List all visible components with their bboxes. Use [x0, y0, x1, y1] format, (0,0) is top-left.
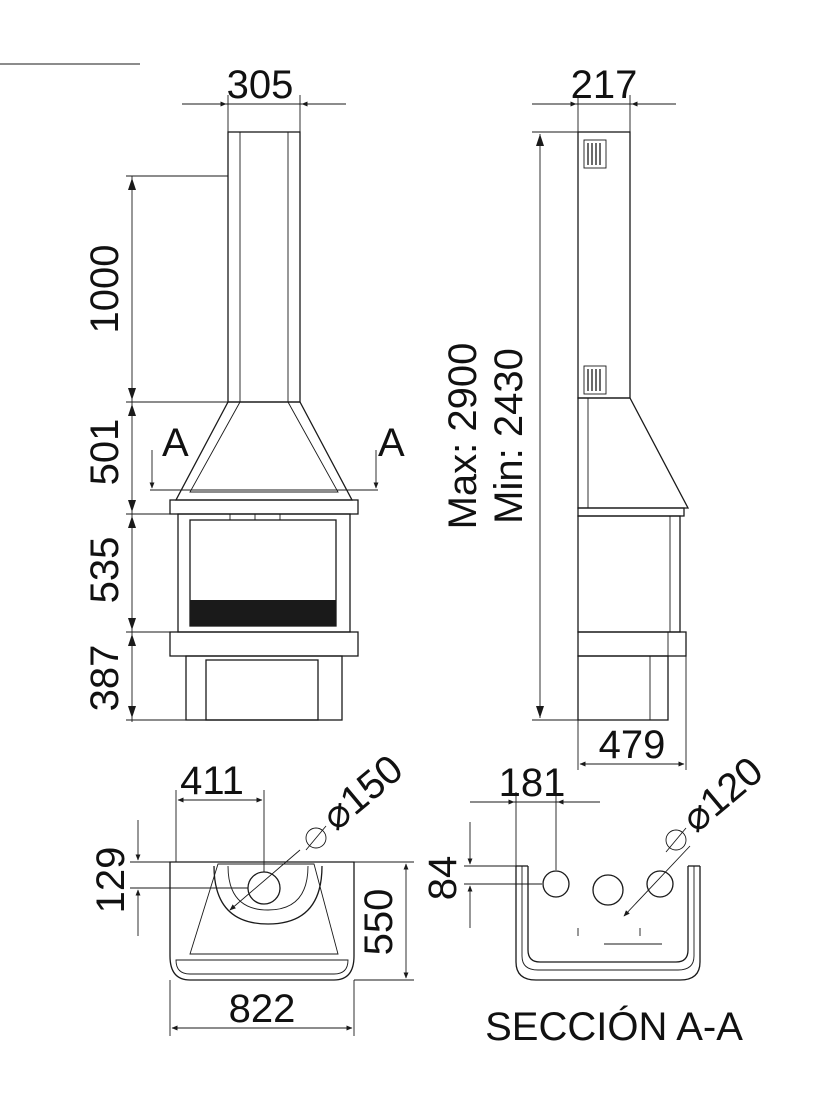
side-height-max-label: Max: 2900: [441, 343, 485, 530]
section-title: SECCIÓN A-A: [485, 1004, 743, 1049]
side-height-min-label: Min: 2430: [487, 348, 531, 524]
section-mark-left: A: [162, 421, 189, 465]
section-outline: [515, 866, 701, 981]
plan-flue-diameter-label: ⌀150: [314, 747, 412, 839]
section-hole-right: [646, 870, 674, 898]
plan-flue-collar: [213, 865, 323, 925]
section-view: ⌀120 181 84 SECCIÓN A-A: [421, 749, 771, 1049]
section-diameter-symbol: [665, 829, 687, 851]
plan-flue-circle: [247, 871, 281, 905]
section-hole-diameter-label: ⌀120: [674, 749, 772, 841]
plan-depth-label: 550: [357, 889, 401, 956]
front-grate: [190, 600, 336, 626]
front-hearth: [169, 631, 359, 657]
plan-view: ⌀150 411 129 550 822: [89, 747, 414, 1036]
section-mark-right: A: [378, 421, 405, 465]
side-view: 217 Max: 2900 Min: 2430 479: [441, 63, 690, 770]
front-base-height-label: 387: [83, 645, 127, 712]
plan-outline: [169, 861, 355, 981]
front-hood-rim: [169, 499, 359, 515]
front-chimney-height-label: 1000: [83, 245, 127, 334]
front-hood-height-label: 501: [83, 419, 127, 486]
front-log-store: [205, 659, 319, 721]
front-hood: [174, 401, 354, 501]
side-chimney: [577, 131, 631, 399]
side-vent-bottom: [583, 365, 607, 395]
side-vent-top: [583, 139, 607, 169]
side-base: [577, 655, 669, 721]
front-top-width-label: 305: [227, 63, 294, 107]
front-firebox-height-label: 535: [83, 537, 127, 604]
side-top-depth-label: 217: [571, 63, 638, 107]
side-base-depth-label: 479: [599, 723, 666, 767]
front-chimney: [227, 131, 301, 403]
side-hearth: [577, 631, 687, 657]
plan-diameter-symbol: [305, 827, 327, 849]
plan-flue-offset-y-label: 129: [89, 847, 133, 914]
section-offset-x-label: 181: [499, 761, 566, 805]
section-hole-left: [542, 870, 570, 898]
plan-width-label: 822: [229, 987, 296, 1031]
front-view: A A 305 1000 501 535 387: [83, 63, 405, 722]
plan-flue-offset-x-label: 411: [180, 759, 244, 803]
side-firebox: [577, 515, 681, 633]
section-offset-y-label: 84: [421, 856, 465, 901]
side-hood: [577, 397, 690, 509]
section-hole-center: [592, 874, 624, 906]
